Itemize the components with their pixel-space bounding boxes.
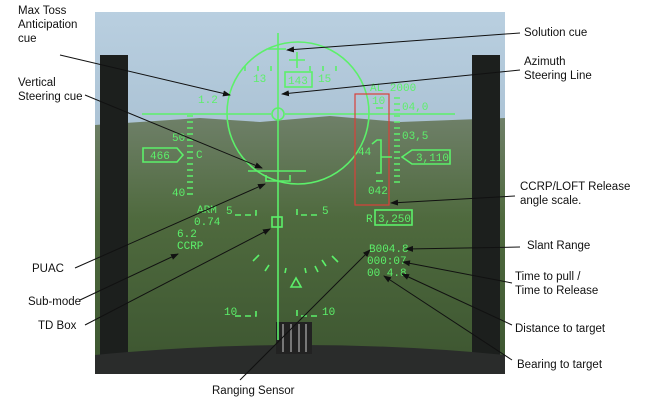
airspeed-scale (187, 115, 193, 195)
hud-readout: 3,250 (378, 214, 411, 226)
hud-readout: B004.8 (369, 244, 409, 256)
label-td-box: TD Box (38, 320, 77, 332)
hud-readout: 5 (322, 206, 329, 218)
max-toss-circle (226, 41, 370, 185)
hud-readout: 00 4.8 (367, 268, 407, 280)
hud-readout: C (196, 150, 203, 162)
release-angle-scale-highlight (354, 93, 390, 206)
label-ranging-sensor: Ranging Sensor (212, 385, 295, 397)
hud-readout: 44 (358, 147, 372, 159)
hud-readout: 000:07 (367, 256, 407, 268)
pitch-line-10-right (296, 310, 320, 317)
label-azimuth-steering-line: Azimuth Steering Line (524, 56, 592, 82)
hud-readout: AL 2000 (370, 83, 416, 95)
hud-readout: 50 (172, 133, 185, 145)
hud-readout: 0.74 (194, 217, 221, 229)
hud-symbology: 13 143 15 1.2 AL 2000 04,0 03,5 3,110 50… (142, 33, 455, 340)
label-slant-range: Slant Range (527, 240, 591, 252)
boresight-circle (271, 107, 285, 121)
hud-readout: 03,5 (402, 131, 428, 143)
label-puac: PUAC (32, 263, 64, 275)
hud-readout: 3,110 (416, 153, 449, 165)
hud-readout: 10 (372, 96, 385, 108)
release-angle-bracket (371, 139, 392, 174)
hud-readout: 40 (172, 188, 185, 200)
hud-readout: 10 (224, 307, 237, 319)
hud-readout: R (366, 214, 373, 226)
hud-readout: 466 (150, 151, 170, 163)
heading-ticks (244, 66, 337, 71)
pitch-line-5-right (296, 209, 320, 216)
canopy-frame-left (100, 55, 128, 370)
hud-readout: 13 (253, 74, 266, 86)
target-triangle (289, 276, 303, 288)
puac-bracket (265, 175, 291, 182)
label-max-toss-cue: Max Toss Anticipation cue (18, 5, 78, 45)
hud-readout: 1.2 (198, 95, 218, 107)
hud-readout: 5 (226, 206, 233, 218)
hud-readout: 15 (318, 74, 331, 86)
range-arc (252, 254, 339, 274)
hud-readout: 6.2 (177, 229, 197, 241)
altitude-box (400, 149, 451, 165)
hud-readout: 143 (288, 76, 308, 88)
altitude-scale (394, 97, 400, 183)
hud-readout: 10 (322, 307, 335, 319)
pitch-line-10-left (235, 310, 257, 317)
hud-readout: 04,0 (402, 102, 428, 114)
label-bearing-to-target: Bearing to target (517, 359, 603, 371)
pitch-line-5-left (235, 209, 257, 216)
label-solution-cue: Solution cue (524, 27, 588, 39)
label-sub-mode: Sub-mode (28, 296, 82, 308)
label-distance-to-target: Distance to target (515, 323, 606, 335)
label-vertical-steering-cue: Vertical Steering cue (18, 77, 83, 103)
hud-readout: CCRP (177, 241, 204, 253)
annotation-arrows (59, 32, 521, 381)
heading-box (284, 71, 313, 88)
airspeed-box (142, 147, 185, 163)
td-box (271, 216, 283, 228)
hud-readout: 042 (368, 186, 388, 198)
canopy-frame-right (472, 55, 500, 370)
label-release-angle-scale: CCRP/LOFT Release angle scale. (520, 181, 631, 207)
range-box (374, 209, 413, 226)
flight-path-cross (289, 52, 305, 68)
label-time-to-pull: Time to pull / Time to Release (515, 271, 599, 297)
